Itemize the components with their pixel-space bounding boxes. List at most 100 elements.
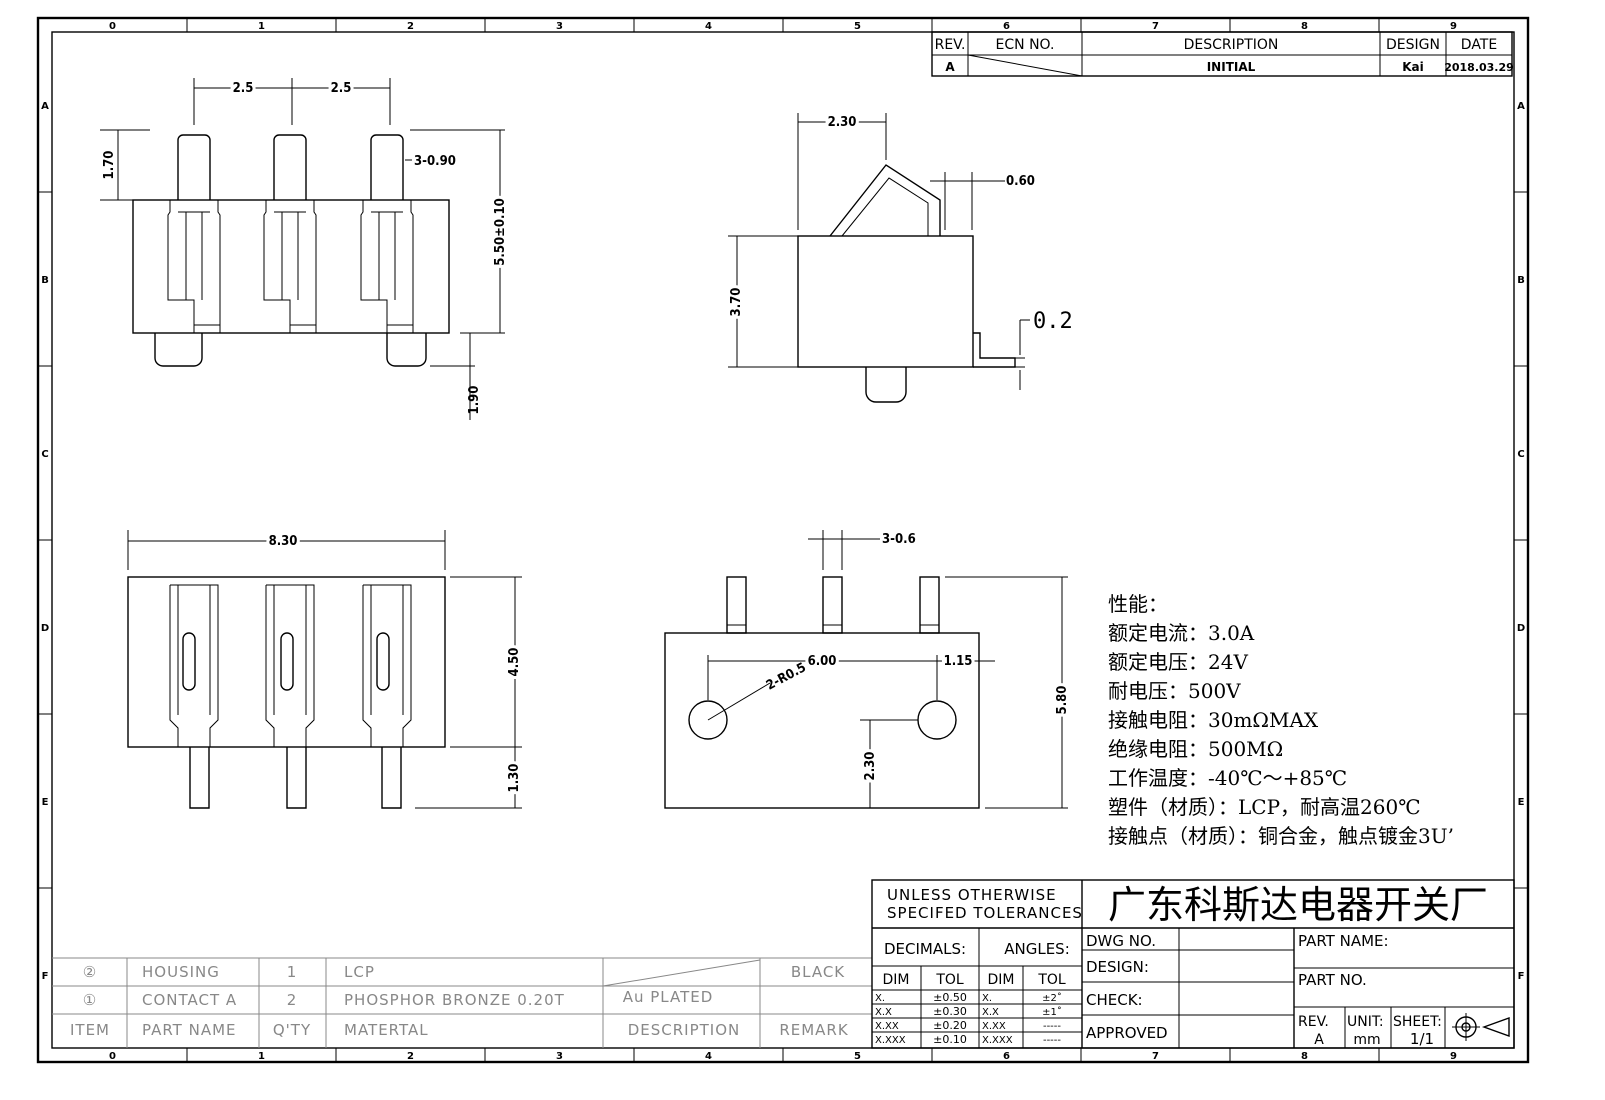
- spec-line: 性能：: [1108, 592, 1168, 616]
- tolerance-note-1: UNLESS OTHERWISE: [887, 886, 1057, 904]
- pin-height-dim: 1.70: [102, 151, 117, 180]
- decimal-tol: ±0.10: [933, 1033, 967, 1046]
- zone-row-label: A: [41, 101, 49, 112]
- projection-symbol-icon: [1452, 1013, 1510, 1041]
- zone-row-label: E: [42, 797, 49, 808]
- description-value: INITIAL: [1207, 60, 1256, 74]
- zone-column-label: 6: [1003, 1051, 1010, 1062]
- bom-part: HOUSING: [142, 963, 220, 981]
- date-value: 2018.03.29: [1444, 61, 1514, 74]
- spec-line: 工作温度：-40℃～+85℃: [1108, 766, 1347, 790]
- angle-dim: X.X: [982, 1007, 999, 1018]
- tail-height-dim: 1.30: [507, 764, 522, 793]
- spec-line: 绝缘电阻：500MΩ: [1108, 737, 1283, 761]
- terminal-thickness-dim: 0.2: [1033, 309, 1073, 334]
- zone-column-label: 2: [407, 1051, 414, 1062]
- bom-remark: BLACK: [791, 963, 845, 981]
- rev-value: A: [1314, 1032, 1324, 1048]
- approved-label: APPROVED: [1086, 1024, 1168, 1042]
- zone-column-label: 3: [556, 21, 563, 32]
- zone-column-label: 1: [258, 21, 265, 32]
- front-view: 2.5 2.5 3-0.90 1.70 5.50±0.10 1.90: [100, 78, 511, 420]
- zone-column-label: 7: [1152, 21, 1159, 32]
- bom-header-item: ITEM: [70, 1021, 110, 1039]
- design-header: DESIGN: [1386, 37, 1440, 53]
- zone-row-label: B: [1517, 275, 1525, 286]
- radius-dim: 2-R0.5: [764, 660, 809, 693]
- sheet-label: SHEET:: [1393, 1014, 1442, 1030]
- bom-material: LCP: [344, 963, 375, 981]
- top-view: 8.30 4.50 1.30: [127, 530, 525, 809]
- side-height-dim: 3.70: [729, 288, 744, 317]
- spec-line: 塑件（材质）：LCP，耐高温260℃: [1108, 795, 1421, 819]
- side-view: 2.30 0.60 3.70 0.2: [726, 112, 1073, 403]
- pitch-right-dim: 2.5: [331, 81, 352, 96]
- zone-row-label: F: [1518, 971, 1525, 982]
- zone-column-label: 9: [1450, 1051, 1457, 1062]
- angle-dim: X.XXX: [982, 1035, 1013, 1046]
- side-top-width-dim: 2.30: [828, 115, 857, 130]
- specifications: 性能：额定电流：3.0A额定电压：24V耐电压：500V接触电阻：30mΩMAX…: [1108, 592, 1454, 848]
- rev-label: REV.: [1298, 1014, 1329, 1030]
- zone-row-label: D: [41, 623, 49, 634]
- rev-value: A: [945, 60, 955, 74]
- bom-material: PHOSPHOR BRONZE 0.20T: [344, 991, 565, 1009]
- zone-column-label: 2: [407, 21, 414, 32]
- sheet-value: 1/1: [1410, 1030, 1434, 1048]
- zone-row-label: B: [41, 275, 49, 286]
- zone-row-label: A: [1517, 101, 1525, 112]
- bom-header-part: PART NAME: [142, 1021, 237, 1039]
- bottom-view: 3-0.6 6.00 1.15 2-R0.5 2.30 5.80: [664, 530, 1073, 809]
- title-block: UNLESS OTHERWISE SPECIFED TOLERANCES 广东科…: [871, 879, 1515, 1049]
- angle-tol: -----: [1043, 1035, 1061, 1046]
- bottom-pin-width-dim: 3-0.6: [882, 532, 916, 547]
- unit-value: mm: [1353, 1032, 1380, 1048]
- part-name-label: PART NAME:: [1298, 932, 1389, 950]
- design-label: DESIGN:: [1086, 958, 1149, 976]
- decimal-tol: ±0.30: [933, 1005, 967, 1018]
- spec-line: 接触点（材质）：铜合金，触点镀金3U’: [1108, 824, 1454, 848]
- decimals-label: DECIMALS:: [884, 940, 966, 958]
- tolerance-note-2: SPECIFED TOLERANCES: [887, 904, 1083, 922]
- dim-label-angles: DIM: [988, 972, 1015, 988]
- ecn-header: ECN NO.: [996, 37, 1055, 53]
- rev-header: REV.: [935, 37, 966, 53]
- bom-table: ② HOUSING 1 LCP BLACK ① CONTACT A 2 PHOS…: [52, 957, 872, 1048]
- angle-tol: ±2˚: [1042, 992, 1062, 1004]
- overall-height-dim: 5.50±0.10: [493, 198, 508, 266]
- decimal-dim: X.X: [875, 1007, 892, 1018]
- angle-tol: -----: [1043, 1021, 1061, 1032]
- zone-column-label: 9: [1450, 21, 1457, 32]
- tolerance-rows: X.±0.50X.X±0.30X.XX±0.20X.XXX±0.10X.±2˚X…: [875, 991, 1062, 1046]
- zone-row-label: C: [1517, 449, 1524, 460]
- zone-row-label: E: [1518, 797, 1525, 808]
- spec-line: 接触电阻：30mΩMAX: [1108, 708, 1319, 732]
- zone-column-label: 5: [854, 1051, 861, 1062]
- zone-column-label: 4: [705, 21, 712, 32]
- revision-table: REV. ECN NO. DESCRIPTION DESIGN DATE A I…: [931, 31, 1514, 77]
- description-header: DESCRIPTION: [1184, 37, 1279, 53]
- design-value: Kai: [1402, 60, 1424, 74]
- pitch-left-dim: 2.5: [233, 81, 254, 96]
- total-height-dim: 5.80: [1055, 686, 1070, 715]
- bom-header-material: MATERTAL: [344, 1021, 429, 1039]
- bom-qty: 1: [287, 963, 298, 981]
- decimal-tol: ±0.50: [933, 991, 967, 1004]
- spec-line: 额定电压：24V: [1108, 650, 1248, 674]
- angle-dim: X.: [982, 993, 992, 1004]
- decimal-tol: ±0.20: [933, 1019, 967, 1032]
- zone-row-label: F: [42, 971, 49, 982]
- bottom-dim: 1.90: [467, 386, 482, 415]
- unit-label: UNIT:: [1347, 1014, 1384, 1030]
- bom-item: ②: [83, 963, 97, 981]
- bom-qty: 2: [287, 991, 298, 1009]
- decimal-dim: X.XXX: [875, 1035, 906, 1046]
- dwg-no-label: DWG NO.: [1086, 932, 1156, 950]
- date-header: DATE: [1461, 37, 1497, 53]
- decimal-dim: X.: [875, 993, 885, 1004]
- bom-header-description: DESCRIPTION: [628, 1021, 741, 1039]
- spring-thickness-dim: 0.60: [1006, 174, 1035, 189]
